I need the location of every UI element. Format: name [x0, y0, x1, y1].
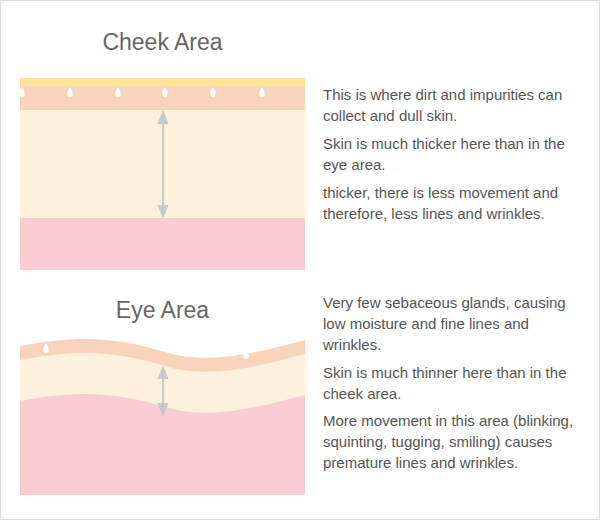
note-text: This is where dirt and impurities can co… [323, 84, 588, 126]
note-text: More movement in this area (blinking, sq… [323, 410, 588, 473]
pore-droplet [67, 87, 72, 97]
cheek-skin-layers [20, 78, 305, 270]
pore-droplet [19, 87, 24, 97]
eye-skin-layers [20, 339, 305, 495]
pore-droplets [43, 343, 248, 359]
section-heading: Eye Area [20, 296, 305, 324]
note-text: Skin is much thicker here than in the ey… [323, 133, 588, 175]
pore-droplet [259, 87, 264, 97]
pore-droplet [210, 87, 215, 97]
pore-droplet [115, 87, 120, 97]
section-heading: Cheek Area [20, 28, 305, 56]
pore-droplet [243, 349, 248, 359]
pore-droplet [162, 87, 167, 97]
note-text: thicker, there is less movement and ther… [323, 182, 588, 224]
note-text: Skin is much thinner here than in the ch… [323, 362, 588, 404]
pore-droplets [19, 87, 264, 97]
pore-droplet [43, 343, 48, 353]
note-text: Very few sebaceous glands, causing low m… [323, 292, 588, 355]
